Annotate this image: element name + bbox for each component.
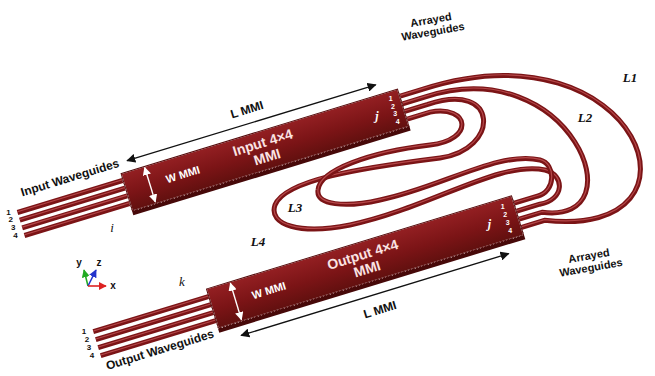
waveguide-label: Arrayed Waveguides	[390, 8, 475, 45]
index-label: j	[488, 218, 491, 231]
port-number: 4	[90, 352, 94, 360]
index-label: i	[110, 221, 114, 235]
port-number: 4	[13, 231, 17, 239]
arrayed-waveguide	[400, 75, 640, 227]
port-number: 3	[506, 219, 510, 226]
length-label: L2	[576, 111, 594, 125]
port-number: 3	[393, 111, 397, 118]
port-number: 1	[501, 203, 505, 210]
port-number: 4	[508, 227, 512, 234]
axis-label: z	[97, 258, 102, 269]
dimension-label: L MMI	[227, 98, 267, 121]
port-number: 2	[503, 211, 507, 218]
length-label: L3	[286, 201, 304, 215]
port-number: 1	[389, 95, 393, 102]
axis-symbol	[84, 270, 106, 286]
dimension-label: L MMI	[360, 298, 400, 321]
length-label: L4	[249, 235, 267, 249]
index-label: k	[179, 275, 185, 289]
axis-label: x	[110, 281, 116, 292]
port-number: 4	[396, 118, 400, 125]
block-title: Input 4×4 MMI	[221, 123, 308, 176]
port-number: 2	[391, 103, 395, 110]
index-label: j	[375, 110, 378, 123]
axis-label: y	[76, 258, 82, 269]
waveguide-label: Arrayed Waveguides	[548, 244, 633, 281]
length-label: L1	[621, 71, 639, 85]
block-title: Output 4×4 MMI	[317, 234, 414, 290]
